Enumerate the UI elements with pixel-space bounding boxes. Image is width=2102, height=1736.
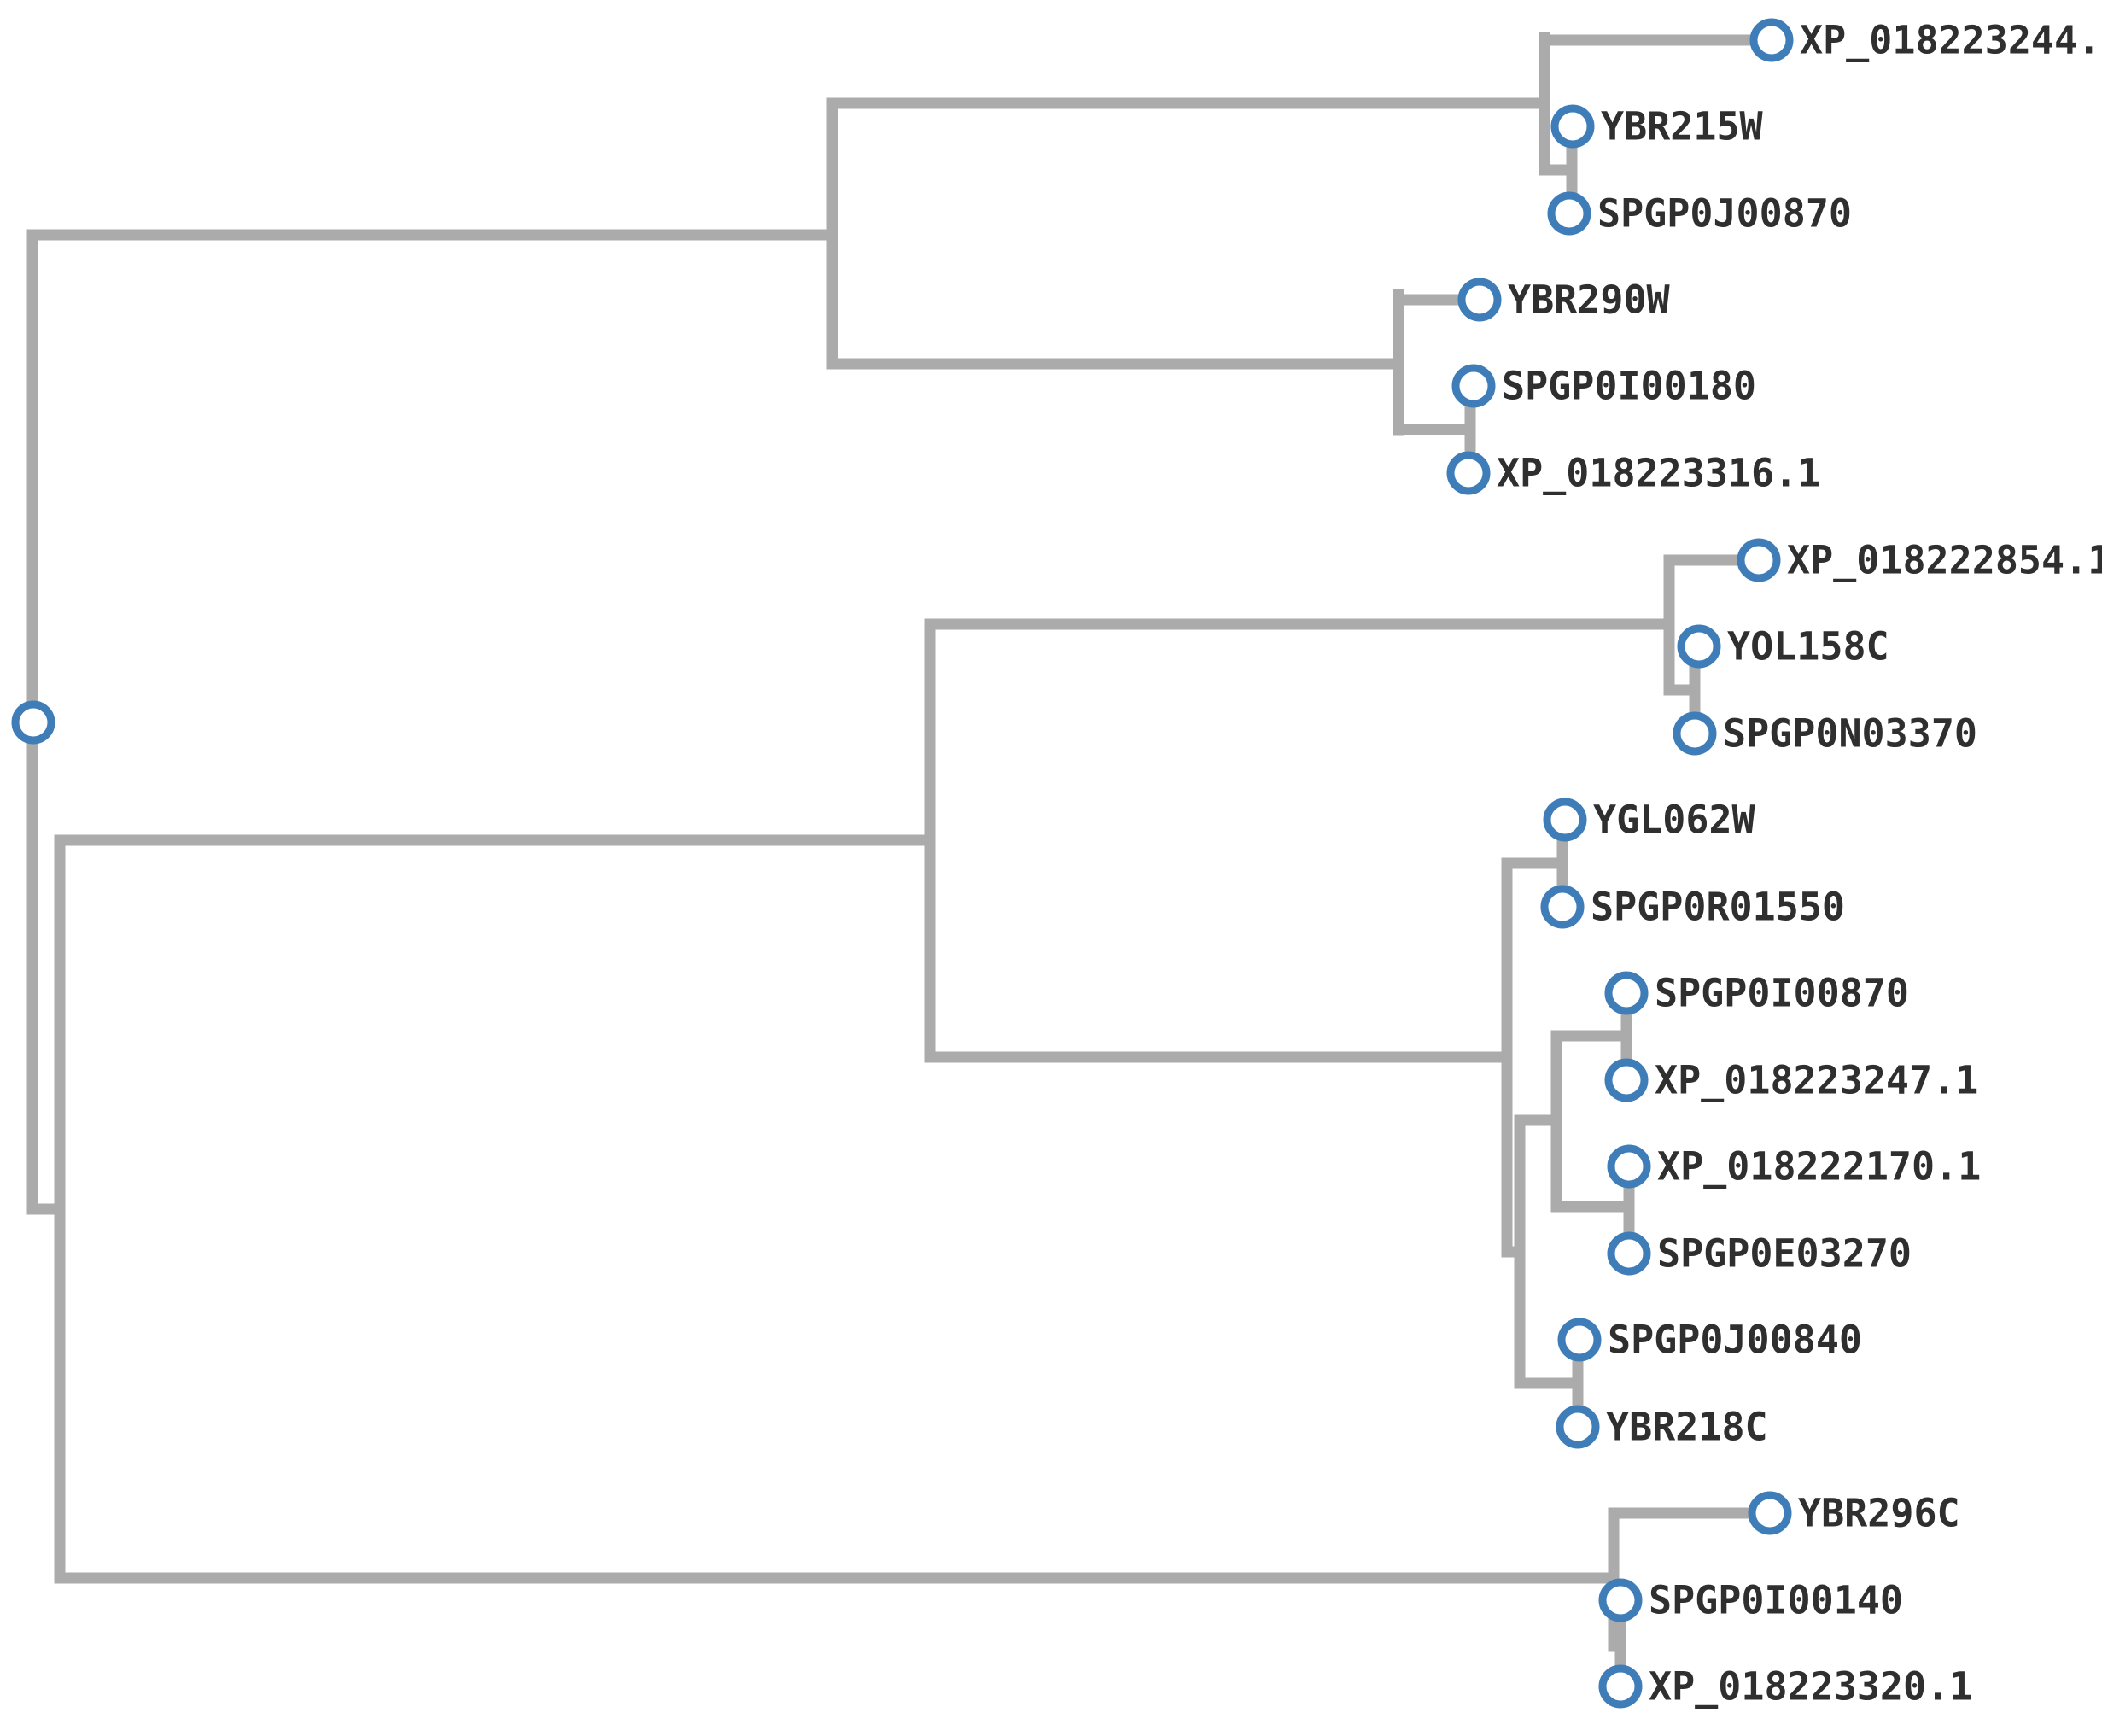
leaf-label: SPGP0I00180 <box>1502 364 1756 409</box>
leaf-label: XP_018222854.1 <box>1787 538 2102 583</box>
leaf-label: XP_018223247.1 <box>1655 1058 1978 1103</box>
leaf-label: YGL062W <box>1593 798 1756 843</box>
leaf-node-marker <box>1540 885 1585 929</box>
leaf-node-marker <box>1604 971 1649 1015</box>
leaf-label: YBR215W <box>1601 104 1764 149</box>
leaf-node-marker <box>1607 1144 1651 1189</box>
leaf-node-marker <box>1677 624 1721 669</box>
leaf-label: YBR218C <box>1606 1405 1768 1450</box>
leaf-label: XP_018223320.1 <box>1649 1664 1972 1710</box>
leaf-label: YBR290W <box>1508 278 1671 323</box>
leaf-node-marker <box>1607 1231 1651 1276</box>
leaf-node-marker <box>1543 798 1587 842</box>
leaf-label: XP_018223316.1 <box>1497 451 1820 496</box>
leaf-node-marker <box>1547 191 1591 236</box>
leaf-label: SPGP0I00870 <box>1655 971 1909 1016</box>
leaf-node-marker <box>1556 1405 1600 1449</box>
leaf-label: XP_018222170.1 <box>1657 1144 1981 1189</box>
leaf-node-marker <box>1451 364 1496 408</box>
leaf-label: SPGP0J00870 <box>1597 191 1852 237</box>
leaf-label: SPGP0R01550 <box>1591 885 1845 930</box>
leaf-node-marker <box>1748 1491 1792 1535</box>
leaf-label: SPGP0N03370 <box>1723 711 1977 757</box>
leaf-node-marker <box>1550 104 1595 149</box>
leaf-label: XP_018223244.1 <box>1800 18 2102 63</box>
leaf-node-marker <box>1673 711 1717 756</box>
leaf-label: SPGP0I00140 <box>1649 1578 1903 1623</box>
leaf-node-marker <box>1604 1058 1649 1102</box>
leaf-node-marker <box>1457 278 1502 322</box>
leaf-label: YBR296C <box>1798 1491 1960 1536</box>
leaf-label: SPGP0E03270 <box>1657 1231 1912 1277</box>
leaf-label: SPGP0J00840 <box>1608 1318 1862 1363</box>
leaf-node-marker <box>1598 1578 1643 1622</box>
leaf-label: YOL158C <box>1727 624 1889 669</box>
leaf-node-marker <box>1598 1664 1643 1709</box>
root-node-marker <box>11 700 55 745</box>
leaf-node-marker <box>1557 1318 1602 1362</box>
leaf-node-marker <box>1737 538 1781 582</box>
leaf-node-marker <box>1446 451 1491 495</box>
leaf-node-marker <box>1749 18 1794 62</box>
